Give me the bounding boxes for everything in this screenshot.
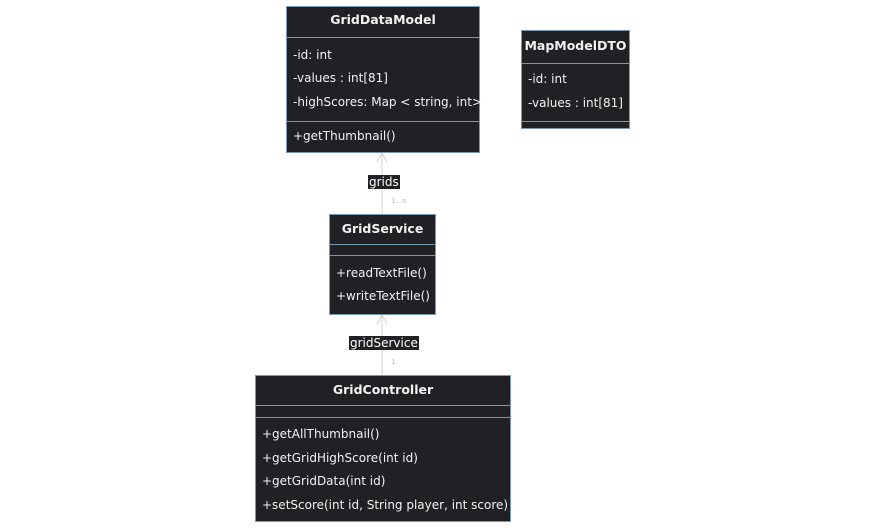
class-griddatamodel[interactable]: GridDataModel -id: int -values : int[81]… (286, 6, 482, 154)
multiplicity-grids: 1...n (391, 197, 407, 205)
class-mapmodeldto[interactable]: MapModelDTO -id: int -values : int[81] (521, 30, 630, 129)
class-gridservice[interactable]: GridService +readTextFile() +writeTextFi… (329, 214, 436, 315)
method-getgriddata-gridcontroller: +getGridData(int id) (262, 474, 386, 488)
methods-section-griddatamodel: +getThumbnail() (287, 121, 479, 154)
method-getthumbnail-griddatamodel: +getThumbnail() (293, 129, 396, 143)
class-name-gridservice: GridService (341, 221, 424, 236)
class-gridcontroller[interactable]: GridController +getAllThumbnail() +getGr… (255, 375, 511, 522)
methods-section-gridservice: +readTextFile() +writeTextFile() (330, 255, 435, 316)
attributes-section-gridcontroller (256, 405, 510, 417)
attribute-values-mapmodeldto: -values : int[81] (528, 96, 623, 110)
method-getallthumbnail-gridcontroller: +getAllThumbnail() (262, 427, 380, 441)
multiplicity-gridservice: 1 (391, 358, 396, 366)
methods-section-mapmodeldto (522, 121, 629, 130)
relation-label-grids: grids (368, 175, 400, 189)
method-writetextfile-gridservice: +writeTextFile() (336, 289, 430, 303)
attribute-id-griddatamodel: -id: int (293, 48, 332, 62)
class-name-gridcontroller: GridController (332, 382, 434, 397)
class-name-griddatamodel: GridDataModel (330, 12, 436, 27)
attribute-highscores-griddatamodel: -highScores: Map < string, int> (293, 95, 482, 109)
attribute-id-mapmodeldto: -id: int (528, 72, 567, 86)
method-getgridhighscore-gridcontroller: +getGridHighScore(int id) (262, 451, 418, 465)
attributes-section-griddatamodel: -id: int -values : int[81] -highScores: … (287, 37, 482, 121)
attributes-section-mapmodeldto: -id: int -values : int[81] (522, 63, 629, 121)
attribute-values-griddatamodel: -values : int[81] (293, 71, 388, 85)
class-name-mapmodeldto: MapModelDTO (524, 38, 627, 53)
methods-section-gridcontroller: +getAllThumbnail() +getGridHighScore(int… (256, 417, 510, 523)
method-setscore-gridcontroller: +setScore(int id, String player, int sco… (262, 498, 509, 512)
method-readtextfile-gridservice: +readTextFile() (336, 266, 427, 280)
relation-label-gridservice: gridService (349, 336, 419, 350)
attributes-section-gridservice (330, 244, 435, 255)
